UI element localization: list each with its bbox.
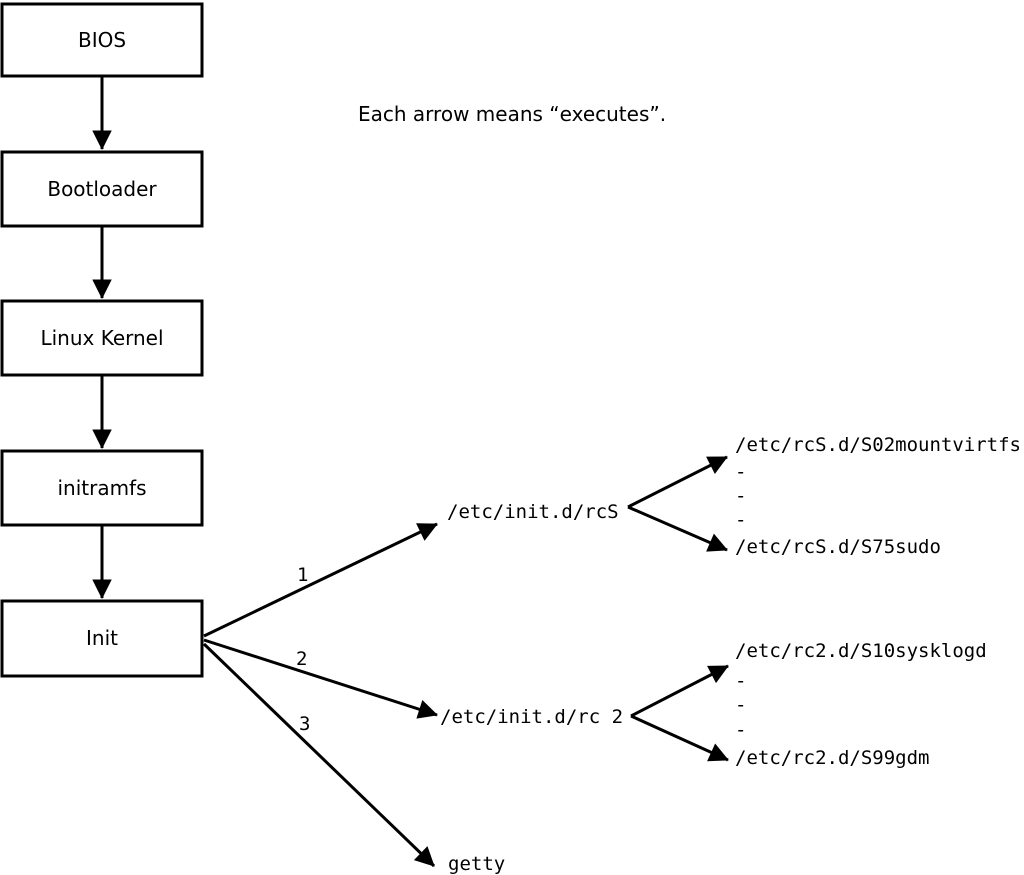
text-dash: - (735, 719, 746, 741)
text-dash: - (735, 485, 746, 507)
branch-number-1: 1 (297, 564, 308, 586)
box-bootloader (0, 150, 204, 228)
arrow-init-to-getty (202, 642, 436, 868)
arrow-init-to-rcs (203, 522, 438, 638)
arrow-rc2-to-s10sysklogd (630, 664, 729, 718)
box-init (0, 599, 204, 678)
text-getty: getty (448, 853, 505, 875)
text-etc-rcs-d-s02mountvirtfs: /etc/rcS.d/S02mountvirtfs (735, 434, 1021, 456)
branch-number-3: 3 (299, 713, 310, 735)
box-bios (0, 2, 204, 78)
box-label-linux-kernel: Linux Kernel (40, 326, 163, 350)
text-etc-rc2-d-s99gdm: /etc/rc2.d/S99gdm (735, 747, 929, 769)
arrow-rc2-to-s99gdm (630, 714, 729, 762)
arrow-rcs-to-s75sudo (627, 505, 728, 552)
text-etc-init-d-rc2: /etc/init.d/rc 2 (440, 706, 623, 728)
text-etc-rc2-d-s10sysklogd: /etc/rc2.d/S10sysklogd (735, 640, 987, 662)
box-label-bootloader: Bootloader (47, 177, 157, 201)
diagram-caption: Each arrow means “executes”. (358, 102, 666, 126)
text-dash: - (735, 509, 746, 531)
box-label-initramfs: initramfs (57, 476, 146, 500)
box-label-init: Init (86, 626, 118, 650)
text-dash: - (735, 670, 746, 692)
text-etc-rcs-d-s75sudo: /etc/rcS.d/S75sudo (735, 536, 941, 558)
box-initramfs (0, 449, 204, 527)
arrow-rcs-to-s02mountvirtfs (627, 455, 728, 509)
text-dash: - (735, 461, 746, 483)
text-dash: - (735, 694, 746, 716)
arrow-init-to-rc2 (203, 638, 438, 719)
box-label-bios: BIOS (78, 28, 126, 52)
branch-number-2: 2 (296, 648, 307, 670)
text-etc-init-d-rcs: /etc/init.d/rcS (447, 501, 619, 523)
